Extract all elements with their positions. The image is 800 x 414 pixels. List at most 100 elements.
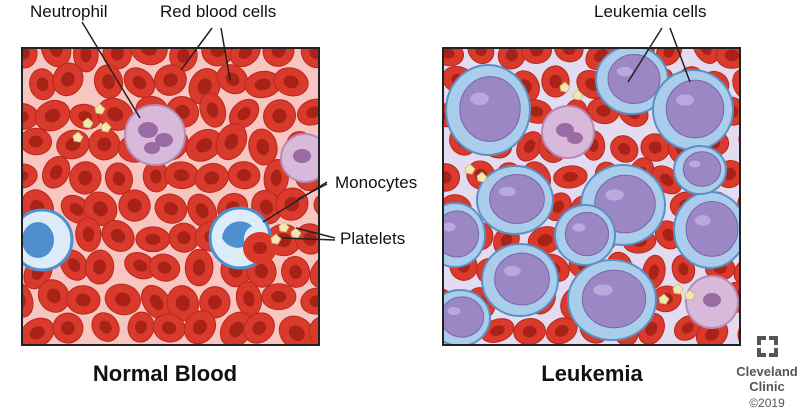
leukemia-cells bbox=[443, 48, 740, 345]
red-blood-cell bbox=[199, 92, 227, 128]
monocyte-cell-left bbox=[22, 208, 74, 272]
red-blood-cell bbox=[273, 67, 309, 97]
leader-platelets-1 bbox=[295, 227, 336, 239]
red-blood-cell bbox=[34, 99, 71, 132]
red-blood-cell bbox=[91, 312, 120, 342]
platelet bbox=[572, 89, 584, 101]
red-blood-cell bbox=[443, 163, 461, 192]
red-blood-cell bbox=[124, 252, 157, 280]
red-blood-cell bbox=[480, 318, 515, 343]
leukemia-cell bbox=[476, 165, 554, 235]
label-platelets: Platelets bbox=[340, 229, 405, 248]
title-leukemia: Leukemia bbox=[541, 361, 643, 386]
red-blood-cell bbox=[127, 311, 155, 343]
logo-text-line2: Clinic bbox=[749, 379, 784, 394]
red-blood-cell bbox=[84, 249, 115, 285]
red-blood-cell bbox=[229, 48, 261, 68]
leukemia-cell bbox=[481, 243, 559, 317]
red-blood-cell bbox=[228, 98, 260, 129]
leukemia-cell bbox=[443, 289, 491, 345]
red-blood-cell bbox=[104, 162, 133, 195]
red-blood-cell bbox=[123, 67, 156, 98]
red-blood-cell bbox=[75, 217, 102, 252]
platelet bbox=[559, 81, 571, 93]
red-blood-cell bbox=[22, 127, 53, 156]
red-blood-cell bbox=[715, 48, 740, 69]
red-blood-cell bbox=[318, 63, 319, 102]
normal-blood-cells bbox=[22, 48, 319, 345]
red-blood-cell bbox=[640, 133, 671, 162]
platelet bbox=[684, 289, 696, 301]
red-blood-cell bbox=[554, 48, 584, 63]
leader-monocyte-1 bbox=[262, 181, 328, 223]
red-blood-cell bbox=[467, 48, 495, 65]
red-blood-cell bbox=[313, 191, 319, 222]
red-blood-cell bbox=[235, 280, 262, 317]
platelet bbox=[658, 293, 670, 305]
red-blood-cell bbox=[93, 64, 124, 99]
normal-platelets-group bbox=[72, 103, 302, 245]
leukemia-cell bbox=[673, 191, 740, 269]
leader-neutrophil bbox=[81, 21, 141, 119]
platelet bbox=[94, 103, 106, 115]
leader-platelets-2 bbox=[281, 237, 336, 241]
label-red-blood-cells: Red blood cells bbox=[160, 2, 276, 21]
leukemia-cell bbox=[652, 69, 734, 151]
cleveland-clinic-logo: Cleveland Clinic ©2019 bbox=[736, 336, 798, 410]
red-blood-cell bbox=[516, 131, 544, 162]
title-normal-blood: Normal Blood bbox=[93, 361, 237, 386]
red-blood-cell bbox=[244, 70, 282, 99]
leader-lines bbox=[81, 21, 691, 241]
leukemia-platelets-group bbox=[464, 81, 696, 305]
red-blood-cell bbox=[308, 315, 319, 345]
red-blood-cell bbox=[140, 284, 173, 320]
red-blood-cell bbox=[154, 64, 187, 96]
label-leukemia-cells: Leukemia cells bbox=[594, 2, 706, 21]
red-blood-cell bbox=[52, 62, 84, 97]
leader-leukemia-1 bbox=[627, 27, 663, 83]
platelet bbox=[464, 163, 476, 175]
red-blood-cell bbox=[248, 128, 278, 166]
red-blood-cell bbox=[69, 161, 102, 195]
red-cell-foreground bbox=[243, 232, 277, 264]
leukemia-cell bbox=[445, 64, 531, 156]
leader-monocyte-2 bbox=[297, 183, 328, 200]
leukemia-border bbox=[442, 47, 741, 346]
platelet bbox=[100, 121, 112, 133]
red-blood-cell bbox=[553, 165, 588, 189]
red-blood-cell bbox=[73, 48, 99, 73]
leukemia-panel bbox=[442, 47, 741, 346]
red-blood-cell bbox=[52, 312, 84, 344]
red-blood-cell bbox=[183, 310, 217, 345]
red-blood-cell bbox=[66, 285, 101, 315]
normal-blood-border bbox=[21, 47, 320, 346]
red-blood-cell bbox=[215, 123, 248, 161]
red-blood-cell bbox=[168, 222, 200, 253]
red-blood-cell bbox=[263, 99, 296, 133]
red-blood-cell bbox=[101, 220, 135, 252]
leukemia-cells-group bbox=[443, 48, 740, 345]
red-blood-cell bbox=[219, 311, 254, 345]
red-blood-cell bbox=[243, 312, 275, 344]
label-monocytes: Monocytes bbox=[335, 173, 417, 192]
leukemia-cell bbox=[673, 145, 727, 195]
red-blood-cell bbox=[262, 48, 295, 67]
leukemia-cell bbox=[595, 48, 669, 115]
platelet bbox=[672, 283, 684, 295]
red-blood-cell bbox=[22, 48, 38, 69]
red-blood-cell bbox=[278, 315, 315, 345]
cleveland-clinic-logo-icon bbox=[757, 336, 778, 357]
platelet bbox=[270, 233, 282, 245]
red-blood-cell bbox=[148, 253, 181, 282]
label-neutrophil: Neutrophil bbox=[30, 2, 108, 21]
platelet bbox=[82, 117, 94, 129]
copyright-text: ©2019 bbox=[749, 396, 785, 410]
red-blood-cell bbox=[37, 279, 70, 313]
red-blood-cell bbox=[88, 128, 121, 161]
red-blood-cell bbox=[194, 162, 229, 193]
red-blood-cell bbox=[104, 283, 141, 316]
platelet bbox=[290, 227, 302, 239]
leukemia-cell bbox=[567, 259, 657, 341]
red-blood-cell bbox=[135, 226, 171, 253]
